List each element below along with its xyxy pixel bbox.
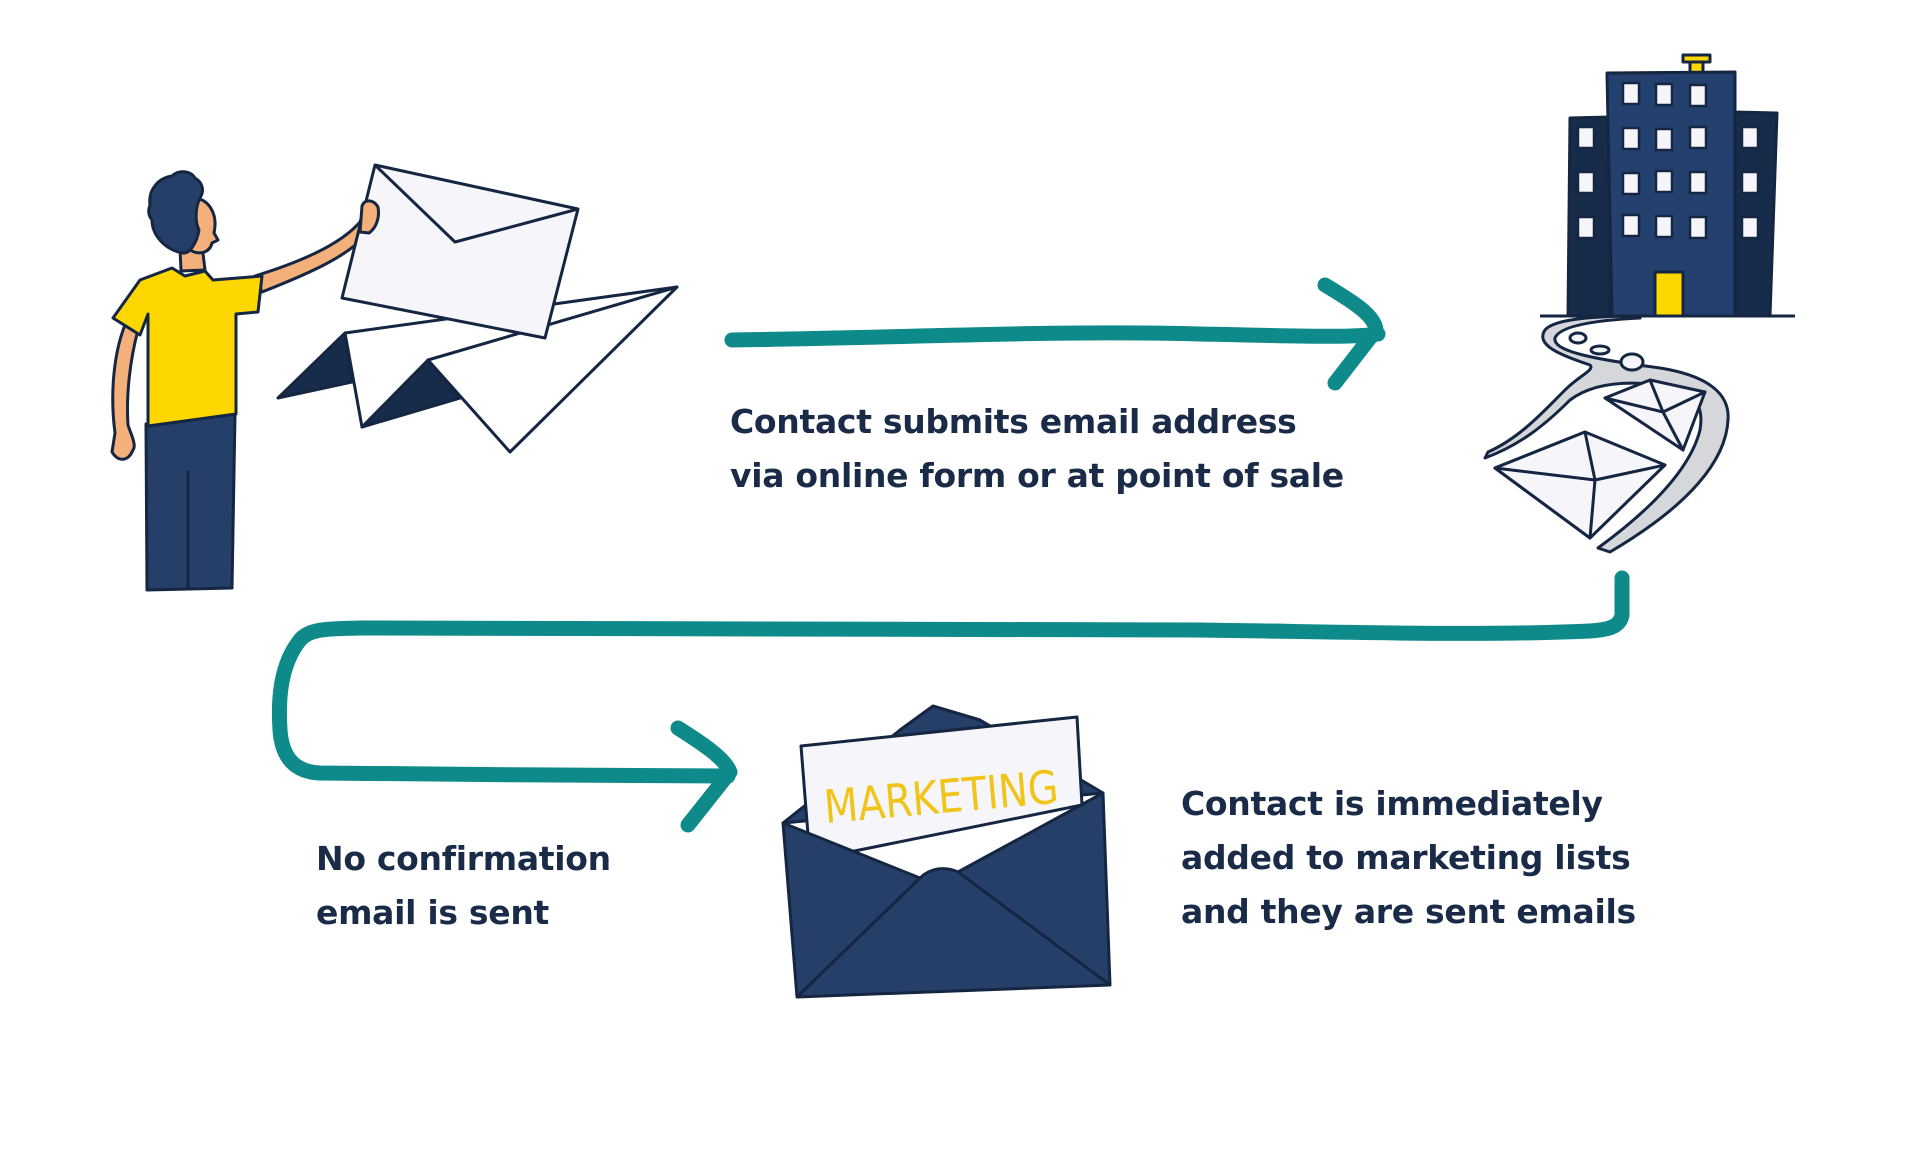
person-left-arm: [110, 316, 140, 461]
loop-arrow-head: [670, 720, 738, 833]
building-antenna-top: [1681, 53, 1712, 64]
envelope-front: [781, 791, 1112, 999]
building-window: [1654, 82, 1674, 107]
building-window: [1654, 169, 1674, 194]
road-pebble: [1568, 331, 1588, 345]
envelope-folds: [795, 870, 1111, 999]
building-windows: [1576, 81, 1760, 240]
caption-line: added to marketing lists: [1181, 838, 1631, 877]
caption-line: Contact submits email address: [730, 402, 1297, 441]
caption-line: and they are sent emails: [1181, 892, 1636, 931]
building-window: [1576, 170, 1596, 195]
building-window: [1621, 171, 1641, 196]
building-window: [1688, 125, 1708, 150]
road-pebble: [1619, 352, 1645, 372]
arrow1-shaft: [724, 325, 1386, 348]
road-envelope-small-flap: [1603, 378, 1707, 452]
building-window: [1654, 214, 1674, 239]
marketing-envelope-icon: MARKETING: [781, 704, 1112, 999]
road-pebble: [1589, 344, 1611, 356]
person-hair: [147, 170, 204, 255]
caption-line: Contact is immediately: [1181, 784, 1603, 823]
held-envelope-body: [340, 163, 580, 340]
building-door: [1653, 270, 1685, 318]
building-window: [1740, 215, 1760, 240]
arrow1-head: [1317, 277, 1384, 391]
building-window: [1688, 83, 1708, 108]
loop-arrow-icon: [271, 570, 1630, 833]
building-window: [1688, 170, 1708, 195]
road-envelope-large-flap: [1493, 430, 1667, 540]
email-road-icon: [1483, 314, 1730, 554]
person-shirt: [111, 266, 264, 428]
building-window: [1576, 125, 1596, 150]
plane-right-wing: [426, 285, 679, 454]
held-envelope-flap: [373, 163, 579, 244]
building-window: [1621, 126, 1641, 151]
caption-line: email is sent: [316, 893, 549, 932]
caption-line: via online form or at point of sale: [730, 456, 1344, 495]
step-marketing-caption: Contact is immediately added to marketin…: [1181, 777, 1636, 939]
plane-left-wing-shadow: [276, 331, 354, 400]
person-pants: [144, 412, 237, 592]
step-no-confirmation-caption: No confirmation email is sent: [316, 832, 611, 940]
held-envelope-icon: [340, 163, 580, 340]
person-icon: [110, 170, 379, 592]
step-submit-caption: Contact submits email address via online…: [730, 395, 1344, 503]
building-window: [1688, 215, 1708, 240]
building-window: [1621, 81, 1641, 106]
building-window: [1740, 125, 1760, 150]
loop-arrow-path: [271, 570, 1630, 784]
building-window: [1740, 170, 1760, 195]
caption-line: No confirmation: [316, 839, 611, 878]
arrow-right-icon: [724, 277, 1386, 391]
building-window: [1654, 127, 1674, 152]
person-hand: [358, 199, 380, 235]
building-window: [1576, 215, 1596, 240]
building-window: [1621, 213, 1641, 238]
